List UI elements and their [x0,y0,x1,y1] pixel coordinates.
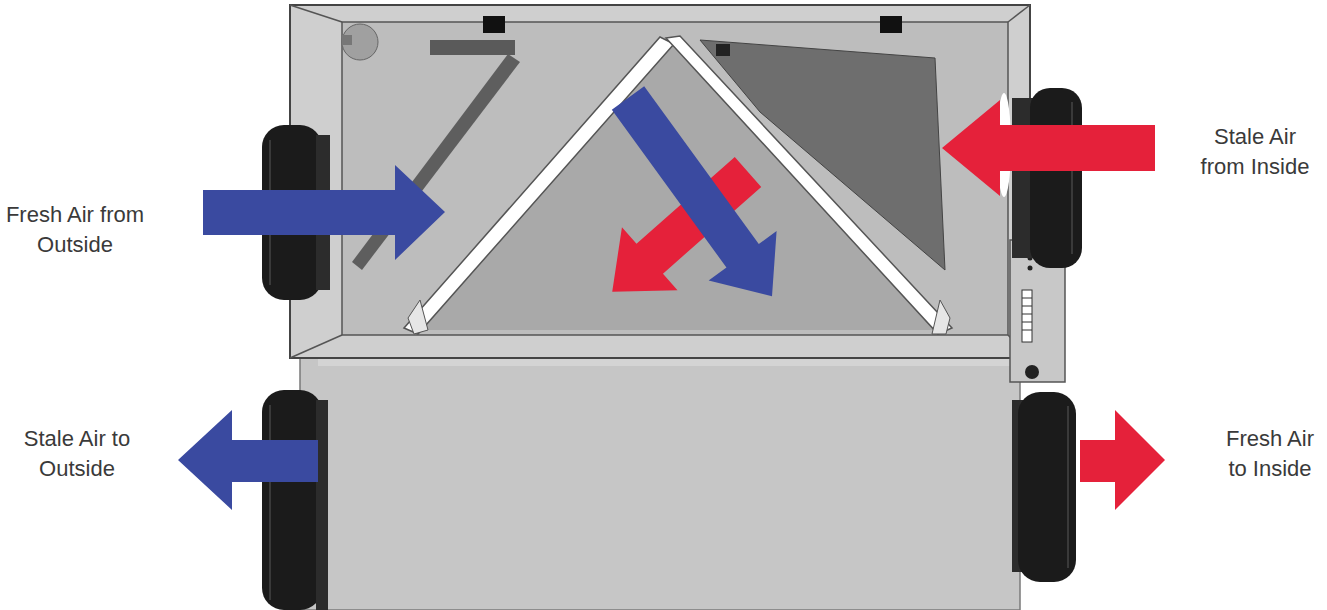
flow-label: Stale Air from Inside [1195,122,1315,182]
lower-cabinet [300,355,1020,610]
duct-port [997,88,1082,268]
flow-arrow [203,165,445,260]
flow-arrow [594,73,806,321]
flow-arrow [1080,410,1165,510]
duct-port [1012,392,1076,582]
flow-arrow [178,410,318,510]
heat-exchange-core [404,36,952,334]
flow-arrow [942,100,1155,196]
duct-port [262,390,328,610]
flow-label: Fresh Air to Inside [1220,424,1320,484]
flow-label: Stale Air to Outside [12,424,142,484]
flow-label: Fresh Air from Outside [0,200,150,260]
